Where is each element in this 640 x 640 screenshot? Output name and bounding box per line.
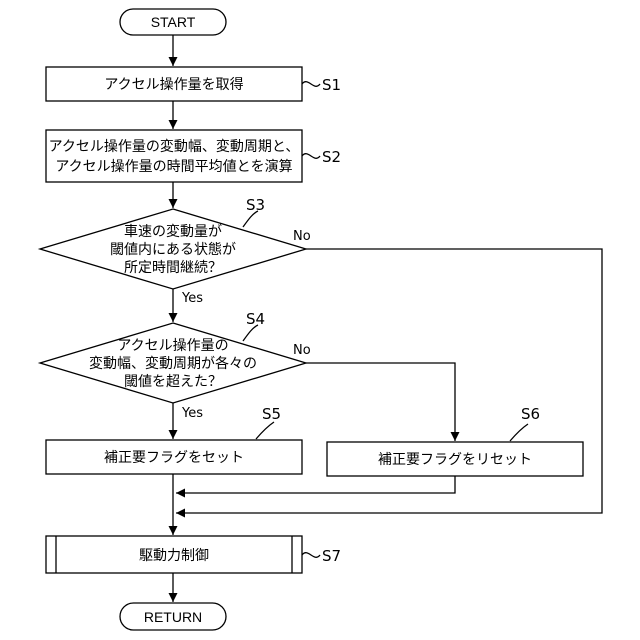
return-label: RETURN <box>144 609 202 625</box>
step-s6-id: S6 <box>521 405 540 423</box>
step-s4-id: S4 <box>246 310 265 328</box>
step-s3-id: S3 <box>246 196 265 214</box>
decision-s4-line1: アクセル操作量の <box>117 338 228 354</box>
leader-s5 <box>256 422 274 439</box>
decision-s4-no-label: No <box>293 343 311 358</box>
decision-s3-no-label: No <box>293 229 311 244</box>
decision-s3-yes-label: Yes <box>181 291 203 306</box>
leader-s1 <box>302 82 320 87</box>
leader-s7 <box>302 553 320 558</box>
step-s6-text: 補正要フラグをリセット <box>378 452 532 468</box>
step-s2-id: S2 <box>322 148 341 166</box>
step-s1-id: S1 <box>322 76 341 94</box>
decision-s3-line1: 車速の変動量が <box>124 223 222 240</box>
step-s2-line1: アクセル操作量の変動幅、変動周期と、 <box>49 138 300 155</box>
decision-s3-line2: 閾値内にある状態が <box>110 242 236 258</box>
step-s1-text: アクセル操作量を取得 <box>104 76 243 93</box>
step-s5-text: 補正要フラグをセット <box>104 450 244 466</box>
decision-s4-line2: 変動幅、変動周期が各々の <box>89 355 257 372</box>
step-s5-id: S5 <box>262 405 281 423</box>
path-s4-no <box>306 363 455 441</box>
leader-s6 <box>510 424 528 441</box>
step-s7-id: S7 <box>322 547 341 565</box>
path-s6-merge <box>176 476 455 493</box>
start-label: START <box>151 14 196 30</box>
decision-s4-yes-label: Yes <box>181 406 203 421</box>
decision-s4-line3: 閾値を超えた？ <box>124 374 222 390</box>
leader-s2 <box>302 154 320 159</box>
decision-s3-line3: 所定時間継続？ <box>124 259 222 276</box>
step-s7-text: 駆動力制御 <box>139 548 209 564</box>
step-s2-line2: アクセル操作量の時間平均値とを演算 <box>55 159 292 175</box>
